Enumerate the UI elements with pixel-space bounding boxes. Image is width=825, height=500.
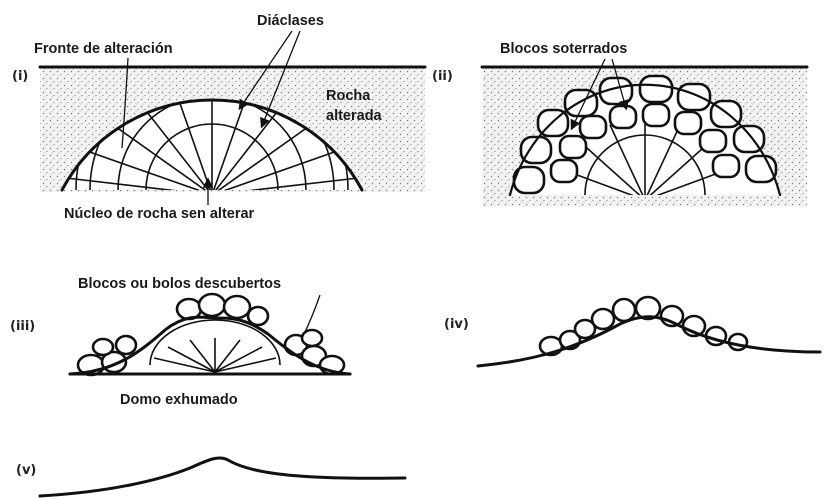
label-weathered-rock-2: alterada bbox=[326, 108, 383, 124]
label-weathering-front: Fronte de alteración bbox=[34, 41, 173, 57]
panel-v: (v) bbox=[16, 458, 405, 496]
panel-iv: (iv) bbox=[444, 297, 820, 366]
panel-iv-id: (iv) bbox=[444, 317, 469, 332]
panel-v-id: (v) bbox=[16, 463, 36, 478]
label-exposed-boulders: Blocos ou bolos descubertos bbox=[78, 276, 281, 292]
ground-profile-v bbox=[40, 458, 405, 496]
panel-iii-id: (iii) bbox=[10, 319, 35, 334]
panel-ii: (ii) bbox=[432, 41, 807, 207]
ground-profile-iv bbox=[478, 317, 820, 366]
panel-i-id: (i) bbox=[12, 69, 28, 84]
label-joints: Diáclases bbox=[257, 13, 324, 29]
panel-ii-id: (ii) bbox=[432, 69, 453, 84]
label-exhumed-dome: Domo exhumado bbox=[120, 392, 238, 408]
panel-i: (i) Fronte de alter bbox=[12, 13, 425, 222]
label-weathered-rock-1: Rocha bbox=[326, 88, 371, 104]
label-unweathered-core: Núcleo de rocha sen alterar bbox=[64, 206, 255, 222]
panel-iii: (iii) bbox=[10, 276, 350, 408]
label-buried-blocks: Blocos soterrados bbox=[500, 41, 627, 57]
